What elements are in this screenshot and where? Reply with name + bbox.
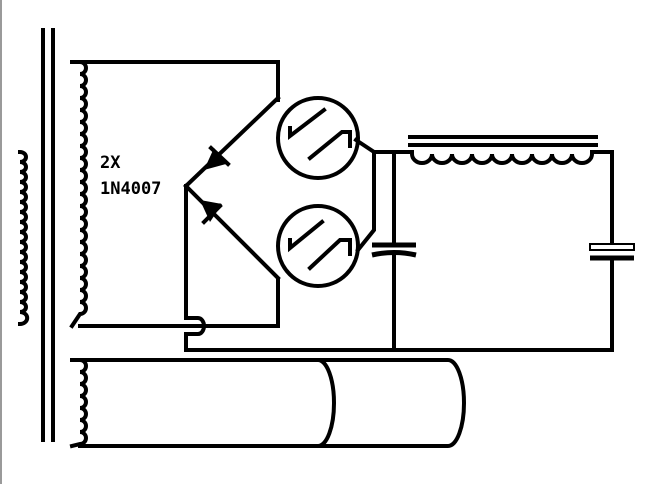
transformer-core	[41, 28, 55, 442]
transformer-primary-winding	[17, 149, 30, 327]
rectifier-tube-lower	[276, 204, 360, 288]
wire-choke-output	[590, 150, 614, 246]
filter-capacitor-1	[371, 150, 417, 352]
wire-diode-upper	[183, 95, 281, 189]
wire-hv-bottom	[78, 278, 280, 328]
rectifier-tube-upper	[276, 96, 360, 180]
diode-2	[200, 200, 223, 225]
wire-hv-top	[78, 60, 280, 102]
wire-diode-junction	[184, 184, 614, 352]
wire-filament-loop-2	[316, 358, 466, 448]
transformer-filament-winding	[69, 358, 88, 449]
wire-filament	[78, 358, 336, 448]
diode-1	[204, 145, 231, 170]
diode-part-label: 1N4007	[100, 179, 161, 199]
transformer-hv-secondary-winding	[69, 60, 88, 329]
diode-count-label: 2X	[100, 153, 121, 173]
filter-capacitor-2	[589, 243, 635, 352]
filter-choke	[408, 135, 598, 165]
wire-tube-cathode	[353, 137, 376, 253]
wire-diode-lower	[183, 183, 281, 281]
